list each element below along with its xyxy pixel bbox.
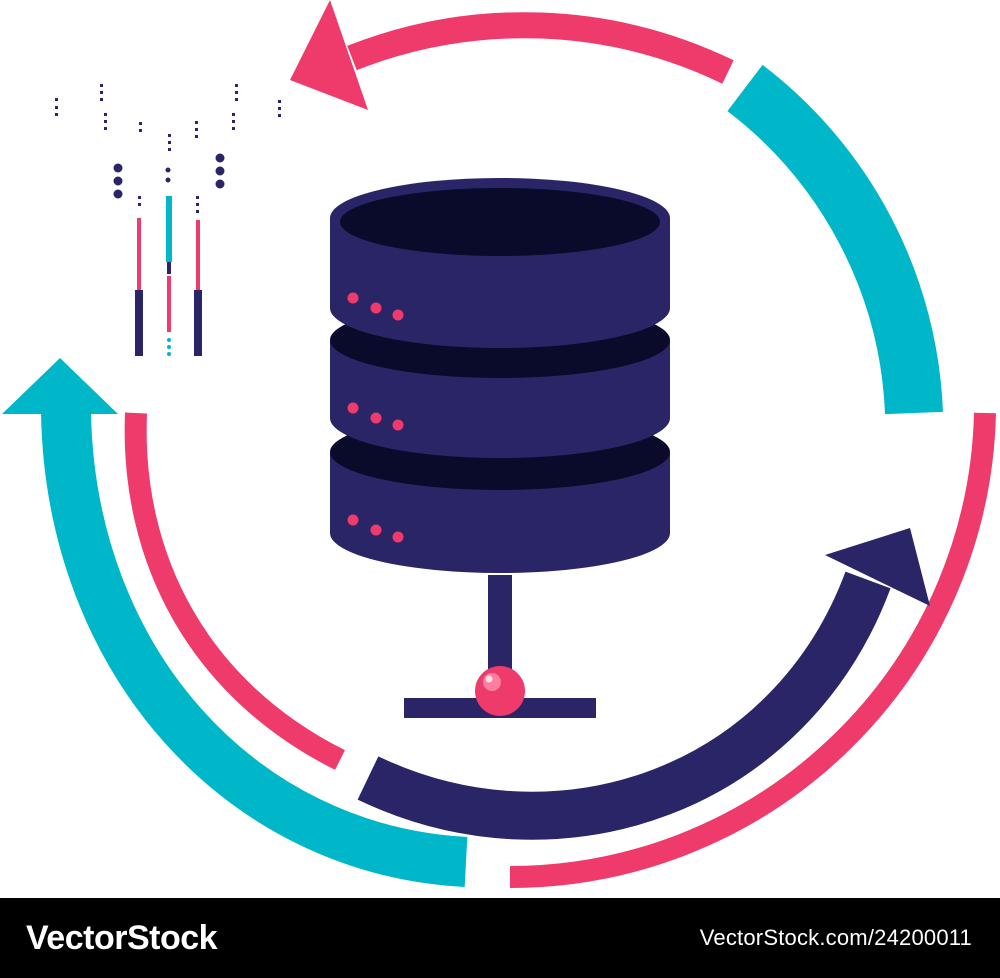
arc-left-pink bbox=[124, 412, 345, 770]
data-strand-left bbox=[135, 196, 143, 356]
image-id-text: VectorStock.com/24200011 bbox=[699, 925, 972, 950]
arc-arrow-navy bbox=[357, 528, 930, 840]
arc-arrow-top-pink bbox=[290, 0, 734, 110]
vectorstock-logo: VectorStock bbox=[26, 918, 218, 957]
server-stand-pole bbox=[488, 575, 512, 677]
data-strand-right bbox=[194, 196, 202, 356]
data-stream-icon bbox=[55, 84, 281, 356]
database-server-icon bbox=[330, 178, 670, 718]
data-strand-middle bbox=[166, 196, 172, 356]
database-disk-top bbox=[330, 178, 670, 348]
network-node-icon bbox=[475, 666, 525, 716]
arc-right-cyan bbox=[727, 64, 943, 415]
watermark-bar: VectorStock VectorStock.com/24200011 bbox=[0, 898, 1000, 978]
data-dots bbox=[55, 84, 281, 151]
database-illustration bbox=[2, 0, 996, 888]
arc-arrow-left-cyan bbox=[2, 358, 468, 887]
arc-right-pink bbox=[509, 412, 996, 888]
